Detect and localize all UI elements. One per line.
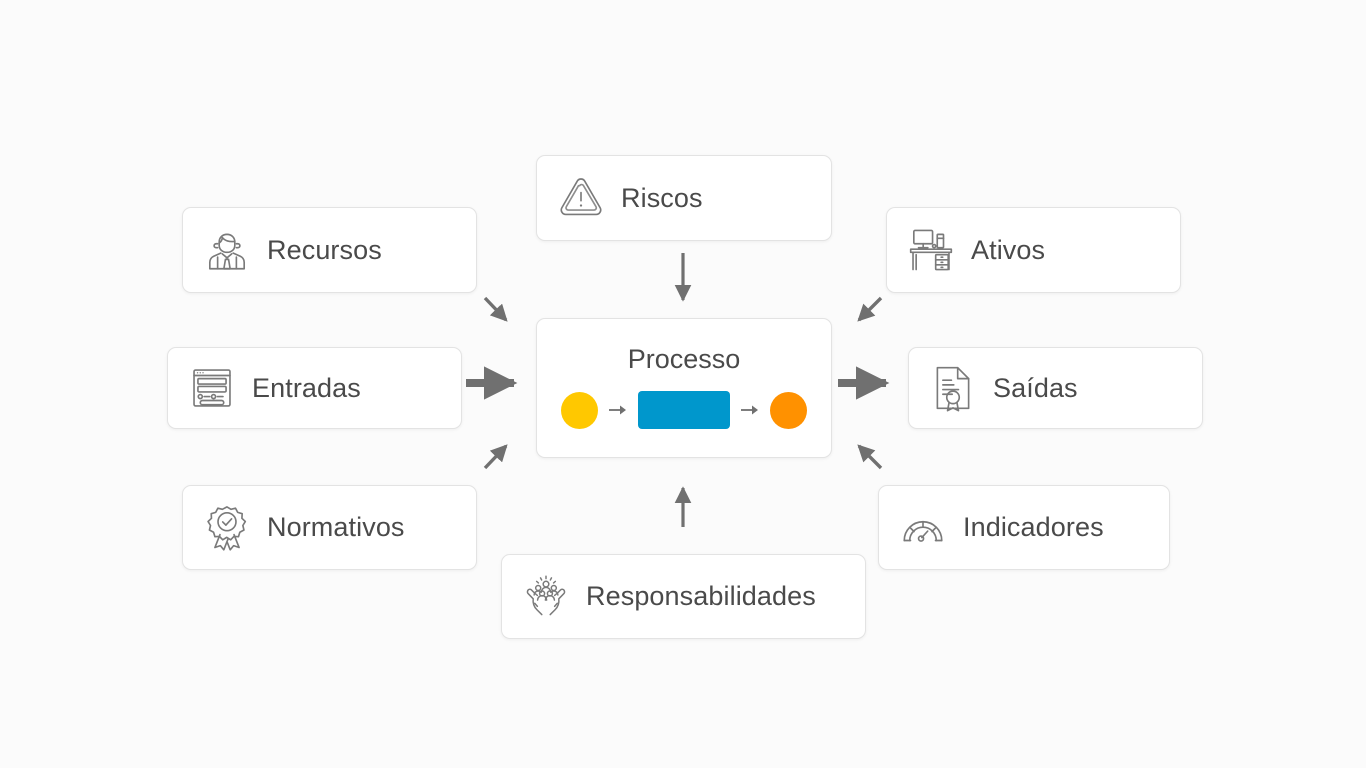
card-label: Saídas [993,372,1078,403]
form-window-icon [186,362,238,414]
card-normativos[interactable]: Normativos [182,485,477,570]
card-label: Recursos [267,234,382,265]
card-label: Normativos [267,512,405,542]
arrow-ativos-to-processo [857,296,883,322]
card-label: Riscos [621,182,703,213]
flow-task-node [638,391,730,429]
card-label: Indicadores [963,512,1104,542]
hands-holding-people-icon [520,571,572,623]
card-indicadores[interactable]: Indicadores [878,485,1170,570]
card-responsabilidades[interactable]: Responsabilidades [501,554,866,639]
desk-workstation-icon [905,224,957,276]
card-recursos[interactable]: Recursos [182,207,477,293]
card-label: Responsabilidades [586,581,816,611]
process-box[interactable]: Processo [536,318,832,458]
card-ativos[interactable]: Ativos [886,207,1181,293]
arrow-indicadores-to-processo [857,444,883,470]
process-title: Processo [627,344,741,374]
warning-triangle-icon [555,172,607,224]
card-riscos[interactable]: Riscos [536,155,832,241]
flow-arrow-icon [741,405,758,415]
flow-end-node [770,391,807,429]
arrow-recursos-to-processo [483,296,508,322]
flow-arrow-icon [609,405,626,415]
gauge-speedometer-icon [897,502,949,554]
card-label: Entradas [252,372,361,403]
card-saidas[interactable]: Saídas [908,347,1203,429]
process-flow [561,391,807,429]
businessman-icon [201,224,253,276]
award-ribbon-check-icon [201,502,253,554]
card-label: Ativos [971,234,1046,265]
certificate-document-icon [927,362,979,414]
arrow-normativos-to-processo [483,444,508,470]
flow-start-node [561,391,598,429]
card-entradas[interactable]: Entradas [167,347,462,429]
